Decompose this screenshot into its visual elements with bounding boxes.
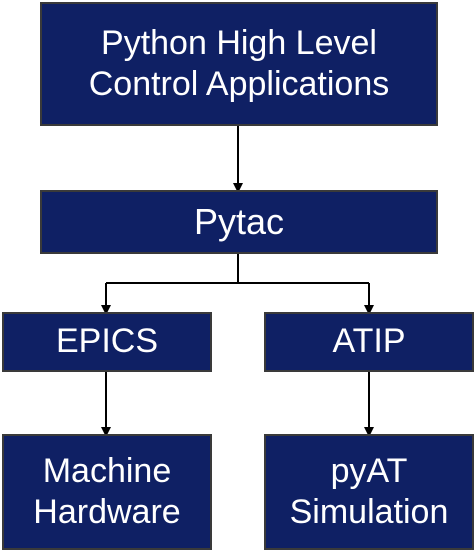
node-machine-hardware: Machine Hardware [2,434,212,550]
node-pyat-simulation: pyAT Simulation [264,434,474,550]
node-label: ATIP [332,322,406,361]
node-label: pyAT Simulation [290,451,449,534]
node-epics: EPICS [2,312,212,372]
label-line-1: pyAT [330,451,408,490]
node-label: Machine Hardware [33,451,180,534]
node-label: Python High Level Control Applications [89,23,390,106]
label-line-2: Simulation [289,493,449,531]
label-line-1: Python High Level [101,23,377,62]
node-pytac: Pytac [40,190,438,254]
label-line-1: Machine [42,451,172,490]
node-label: Pytac [193,201,285,243]
label-line-2: Hardware [33,493,181,531]
node-label: EPICS [55,322,159,361]
node-atip: ATIP [264,312,474,372]
node-control-applications: Python High Level Control Applications [40,2,438,126]
label-line-2: Control Applications [88,65,390,103]
